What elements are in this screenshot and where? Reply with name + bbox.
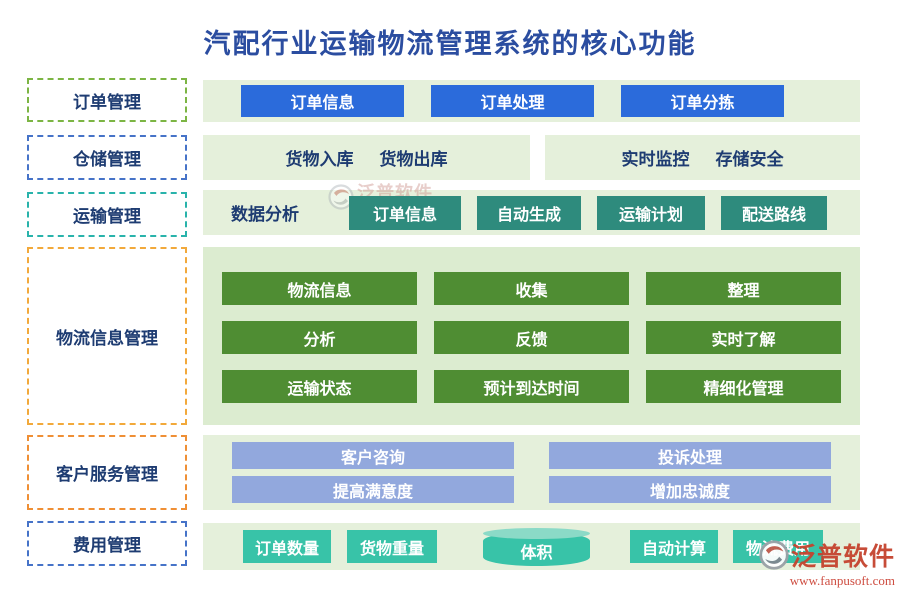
node-realtime-monitoring: 实时监控 — [621, 150, 690, 169]
category-logistics-info-management: 物流信息管理 — [27, 247, 187, 425]
page-title: 汽配行业运输物流管理系统的核心功能 — [203, 29, 697, 59]
order-band: 订单信息 订单处理 订单分拣 — [203, 80, 860, 122]
category-order-management: 订单管理 — [27, 78, 187, 122]
node-order-info-transport: 订单信息 — [349, 195, 461, 230]
node-complaint-handling: 投诉处理 — [549, 442, 831, 469]
label-data-analysis: 数据分析 — [231, 205, 299, 224]
node-delivery-route: 配送路线 — [721, 195, 827, 230]
category-label: 物流信息管理 — [56, 328, 158, 348]
category-label: 订单管理 — [73, 92, 141, 112]
logo-url: www.fanpusoft.com — [789, 573, 895, 588]
node-cargo-weight: 货物重量 — [347, 530, 437, 563]
warehouse-band-right: 实时监控 存储安全 — [545, 135, 860, 180]
cylinder-top — [483, 527, 590, 539]
fanpu-logo: 泛普软件 www.fanpusoft.com — [759, 537, 895, 589]
node-customer-consultation: 客户咨询 — [232, 442, 514, 469]
node-improve-satisfaction: 提高满意度 — [232, 476, 514, 503]
category-warehouse-management: 仓储管理 — [27, 135, 187, 180]
node-transport-status: 运输状态 — [222, 370, 417, 403]
node-logistics-info: 物流信息 — [222, 272, 417, 305]
node-realtime-awareness: 实时了解 — [646, 321, 841, 354]
logistics-info-panel: 物流信息 收集 整理 分析 反馈 实时了解 运输状态 预计到达时间 精细化管理 — [203, 247, 860, 425]
logo-text: 泛普软件 — [790, 544, 895, 571]
warehouse-band-left: 货物入库 货物出库 — [203, 135, 530, 180]
node-collect: 收集 — [434, 272, 629, 305]
node-order-quantity: 订单数量 — [243, 530, 331, 563]
node-increase-loyalty: 增加忠诚度 — [549, 476, 831, 503]
fanpu-logo-icon — [759, 540, 789, 570]
category-label: 费用管理 — [73, 536, 141, 555]
node-cargo-inbound: 货物入库 — [285, 150, 354, 169]
fee-band: 订单数量 货物重量 体积 自动计算 物流费用 — [203, 523, 860, 570]
node-order-processing: 订单处理 — [431, 85, 594, 117]
category-fee-management: 费用管理 — [27, 521, 187, 566]
node-auto-calculation: 自动计算 — [630, 530, 718, 563]
category-label: 运输管理 — [73, 207, 141, 226]
transport-band: 数据分析 订单信息 自动生成 运输计划 配送路线 — [203, 190, 860, 235]
node-feedback: 反馈 — [434, 321, 629, 354]
customer-service-band: 客户咨询 投诉处理 提高满意度 增加忠诚度 — [203, 435, 860, 510]
node-organize: 整理 — [646, 272, 841, 305]
node-storage-safety: 存储安全 — [715, 150, 784, 169]
node-refined-management: 精细化管理 — [646, 370, 841, 403]
node-cargo-outbound: 货物出库 — [379, 150, 448, 169]
node-transport-plan: 运输计划 — [597, 195, 705, 230]
category-customer-service-management: 客户服务管理 — [27, 435, 187, 510]
node-order-sorting: 订单分拣 — [621, 85, 784, 117]
node-order-info: 订单信息 — [241, 85, 404, 117]
category-label: 客户服务管理 — [56, 465, 158, 484]
node-estimated-arrival-time: 预计到达时间 — [434, 370, 629, 403]
node-volume-cylinder: 体积 — [483, 527, 590, 566]
node-auto-generate: 自动生成 — [477, 195, 581, 230]
category-label: 仓储管理 — [73, 150, 141, 169]
category-transport-management: 运输管理 — [27, 192, 187, 237]
node-analyze: 分析 — [222, 321, 417, 354]
